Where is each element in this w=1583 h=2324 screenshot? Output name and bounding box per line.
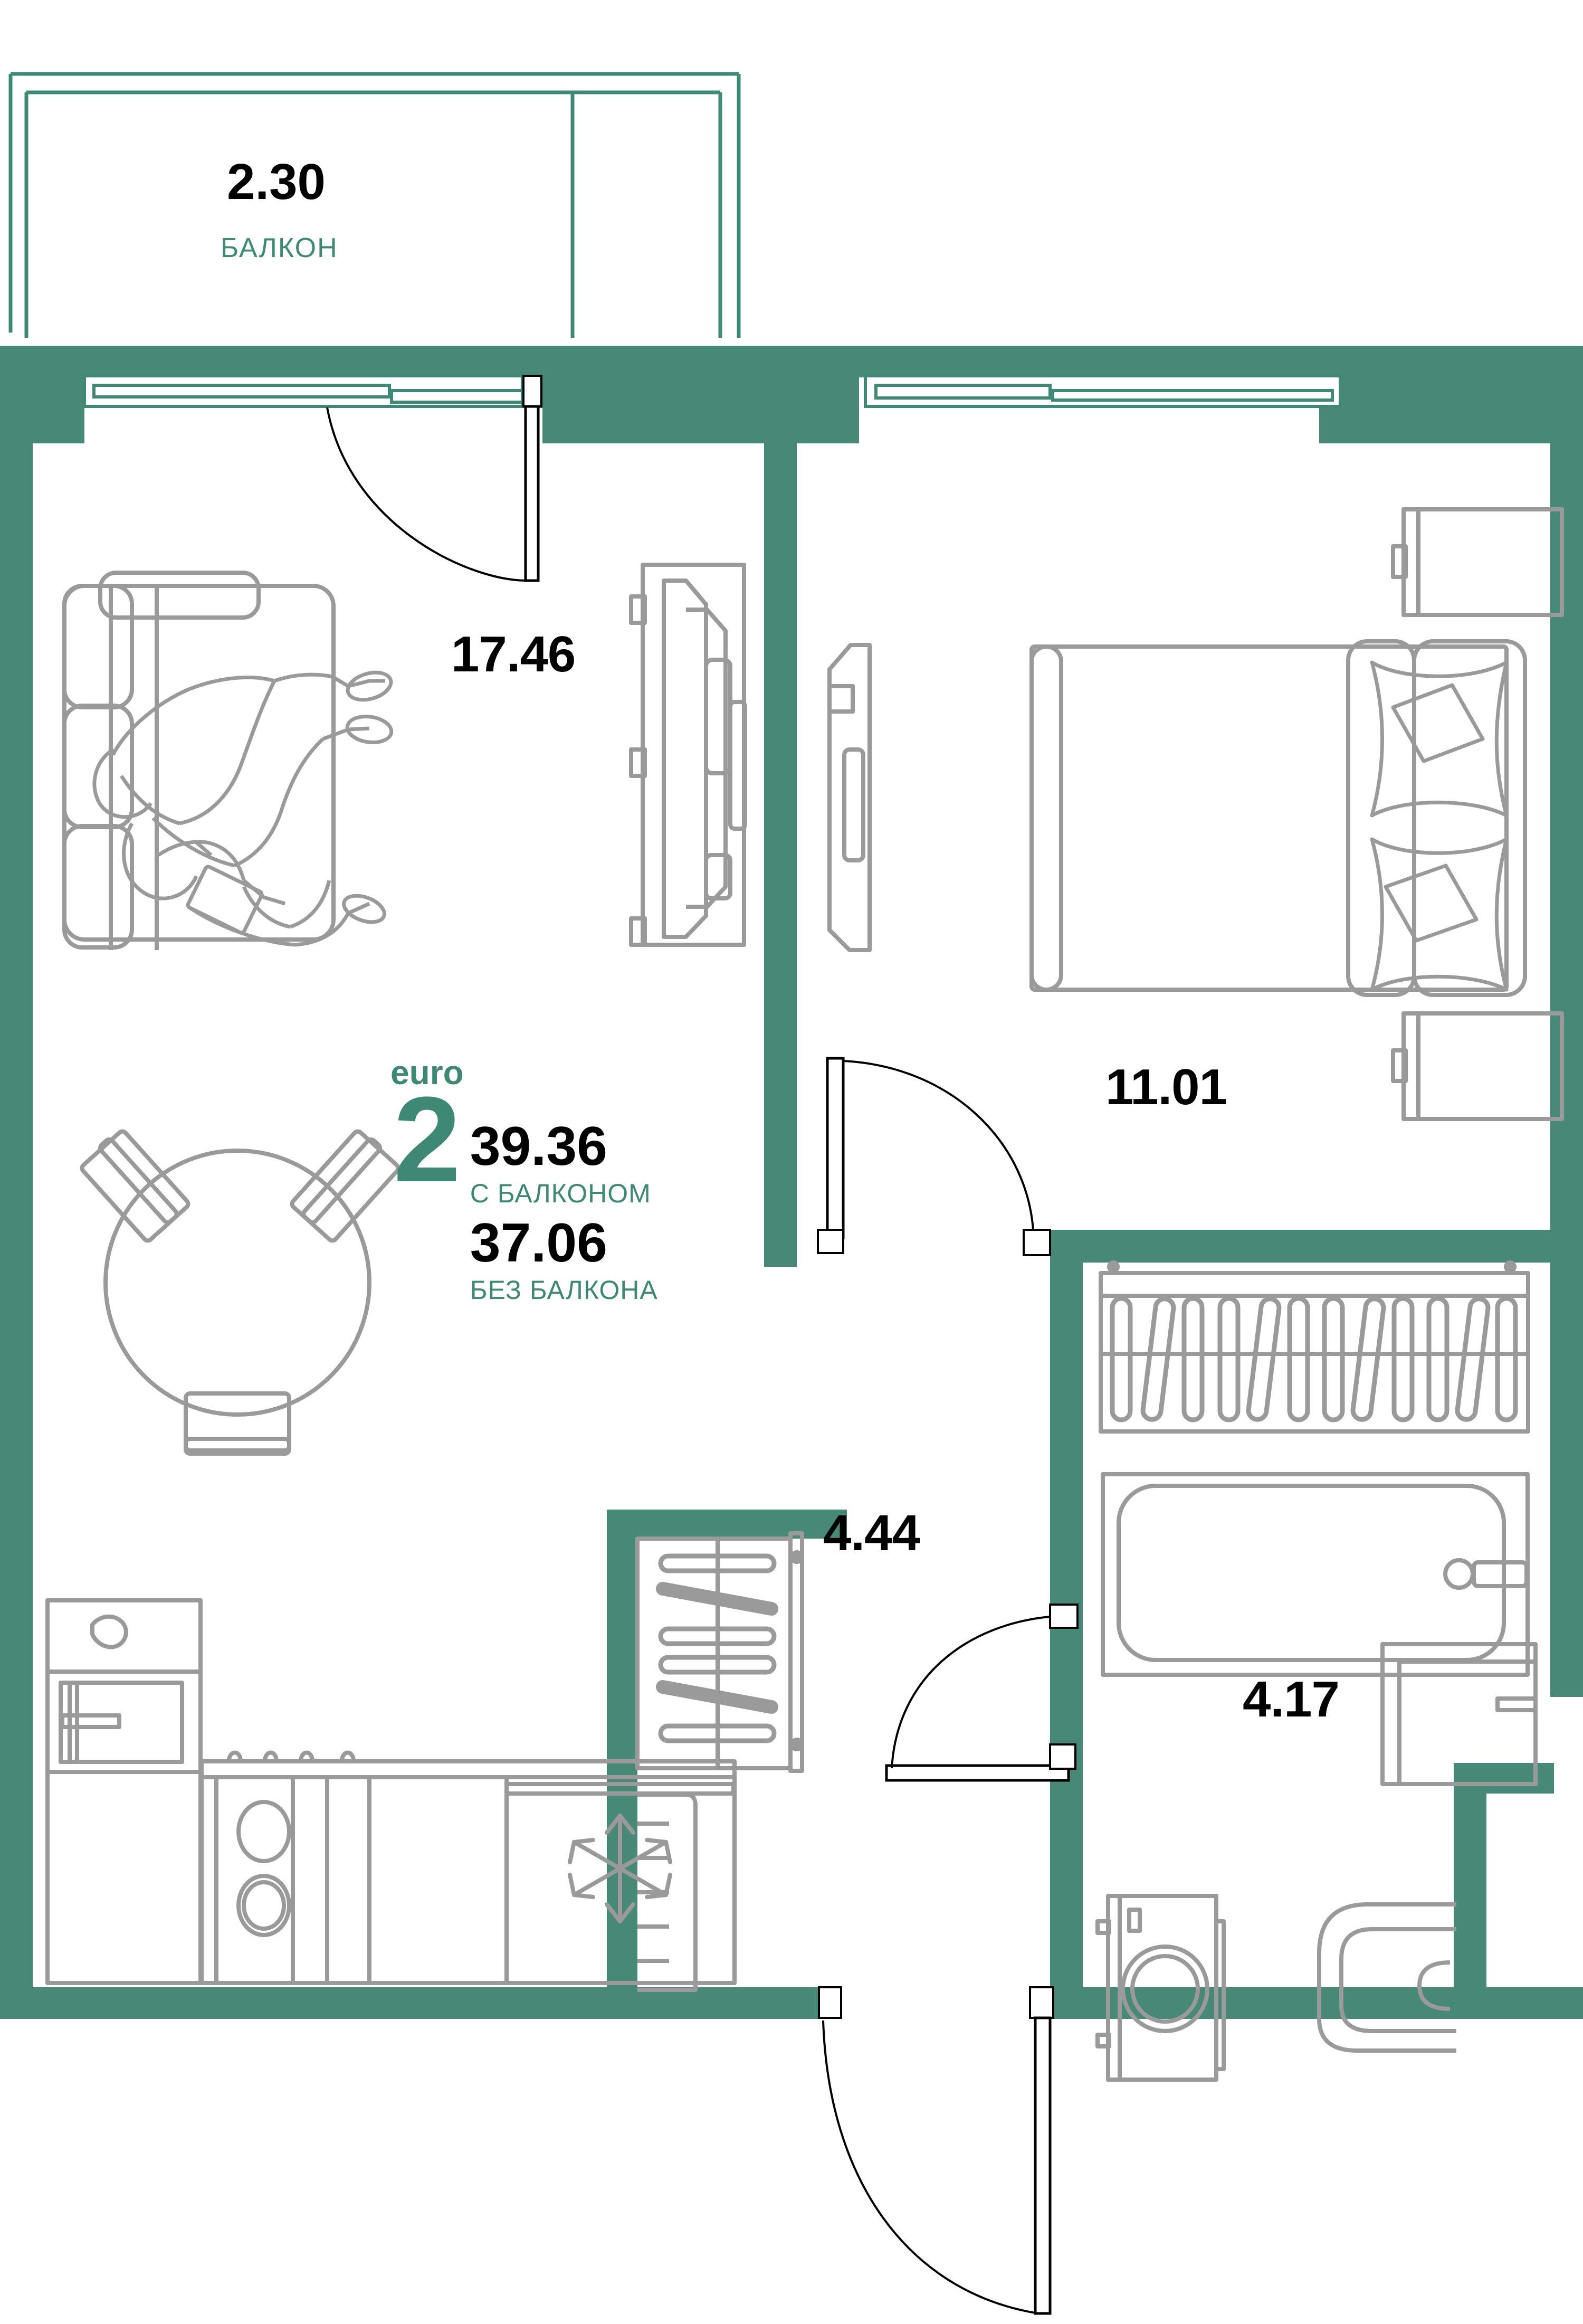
bedroom-area: 11.01 <box>1105 1059 1227 1115</box>
balcony-area-value: 2.30 <box>227 154 326 210</box>
dining-table <box>103 1149 371 1417</box>
shoe-rack <box>637 1792 698 1992</box>
toilet <box>1317 1902 1456 2053</box>
balcony-caption: БАЛКОН <box>221 233 338 263</box>
washing-machine <box>1095 1894 1226 2082</box>
balcony-outline <box>8 72 741 338</box>
bathroom-area: 4.17 <box>1243 1671 1340 1728</box>
entrance-door <box>818 1986 1054 2315</box>
hall-wardrobe <box>635 1531 804 1773</box>
towel-radiator <box>1099 1260 1530 1434</box>
nightstand-top <box>1391 507 1564 617</box>
refrigerator-icon <box>568 1814 672 1923</box>
kitchen-oven <box>45 1670 203 1774</box>
rooms-count: 2 <box>393 1071 461 1207</box>
double-bed <box>1029 639 1527 997</box>
area-with-balcony-value: 39.36 <box>470 1116 607 1177</box>
sofa <box>62 571 336 950</box>
wardrobe-living-right <box>827 643 872 952</box>
hallway-area: 4.44 <box>823 1505 920 1561</box>
area-with-balcony-caption: С БАЛКОНОМ <box>470 1179 651 1208</box>
apartment-summary: euro 2 39.36 С БАЛКОНОМ 37.06 БЕЗ БАЛКОН… <box>390 1053 658 1305</box>
dining-chairs <box>80 1129 400 1456</box>
living-window <box>83 374 544 408</box>
euro-label: euro <box>390 1054 464 1092</box>
bedroom-window <box>864 374 1342 408</box>
bathroom-door <box>885 1604 1079 1782</box>
kitchen-sink <box>227 1750 356 1937</box>
area-without-balcony-value: 37.06 <box>470 1212 607 1274</box>
tv-unit <box>629 563 747 947</box>
balcony-door <box>326 375 542 582</box>
area-without-balcony-caption: БЕЗ БАЛКОНА <box>470 1275 658 1305</box>
hanging-clothes <box>656 1553 778 1743</box>
living-room-area: 17.46 <box>451 626 576 682</box>
bedroom-door <box>817 1057 1051 1256</box>
bathtub <box>1101 1472 1530 1677</box>
sink-cabinet <box>1380 1642 1538 1786</box>
kitchen-upper-cabinet <box>45 1598 203 1674</box>
person-figure-lower <box>122 822 386 947</box>
bed-pillows <box>1370 660 1509 992</box>
person-figure-upper <box>92 670 394 868</box>
nightstand-bottom <box>1391 1011 1564 1121</box>
